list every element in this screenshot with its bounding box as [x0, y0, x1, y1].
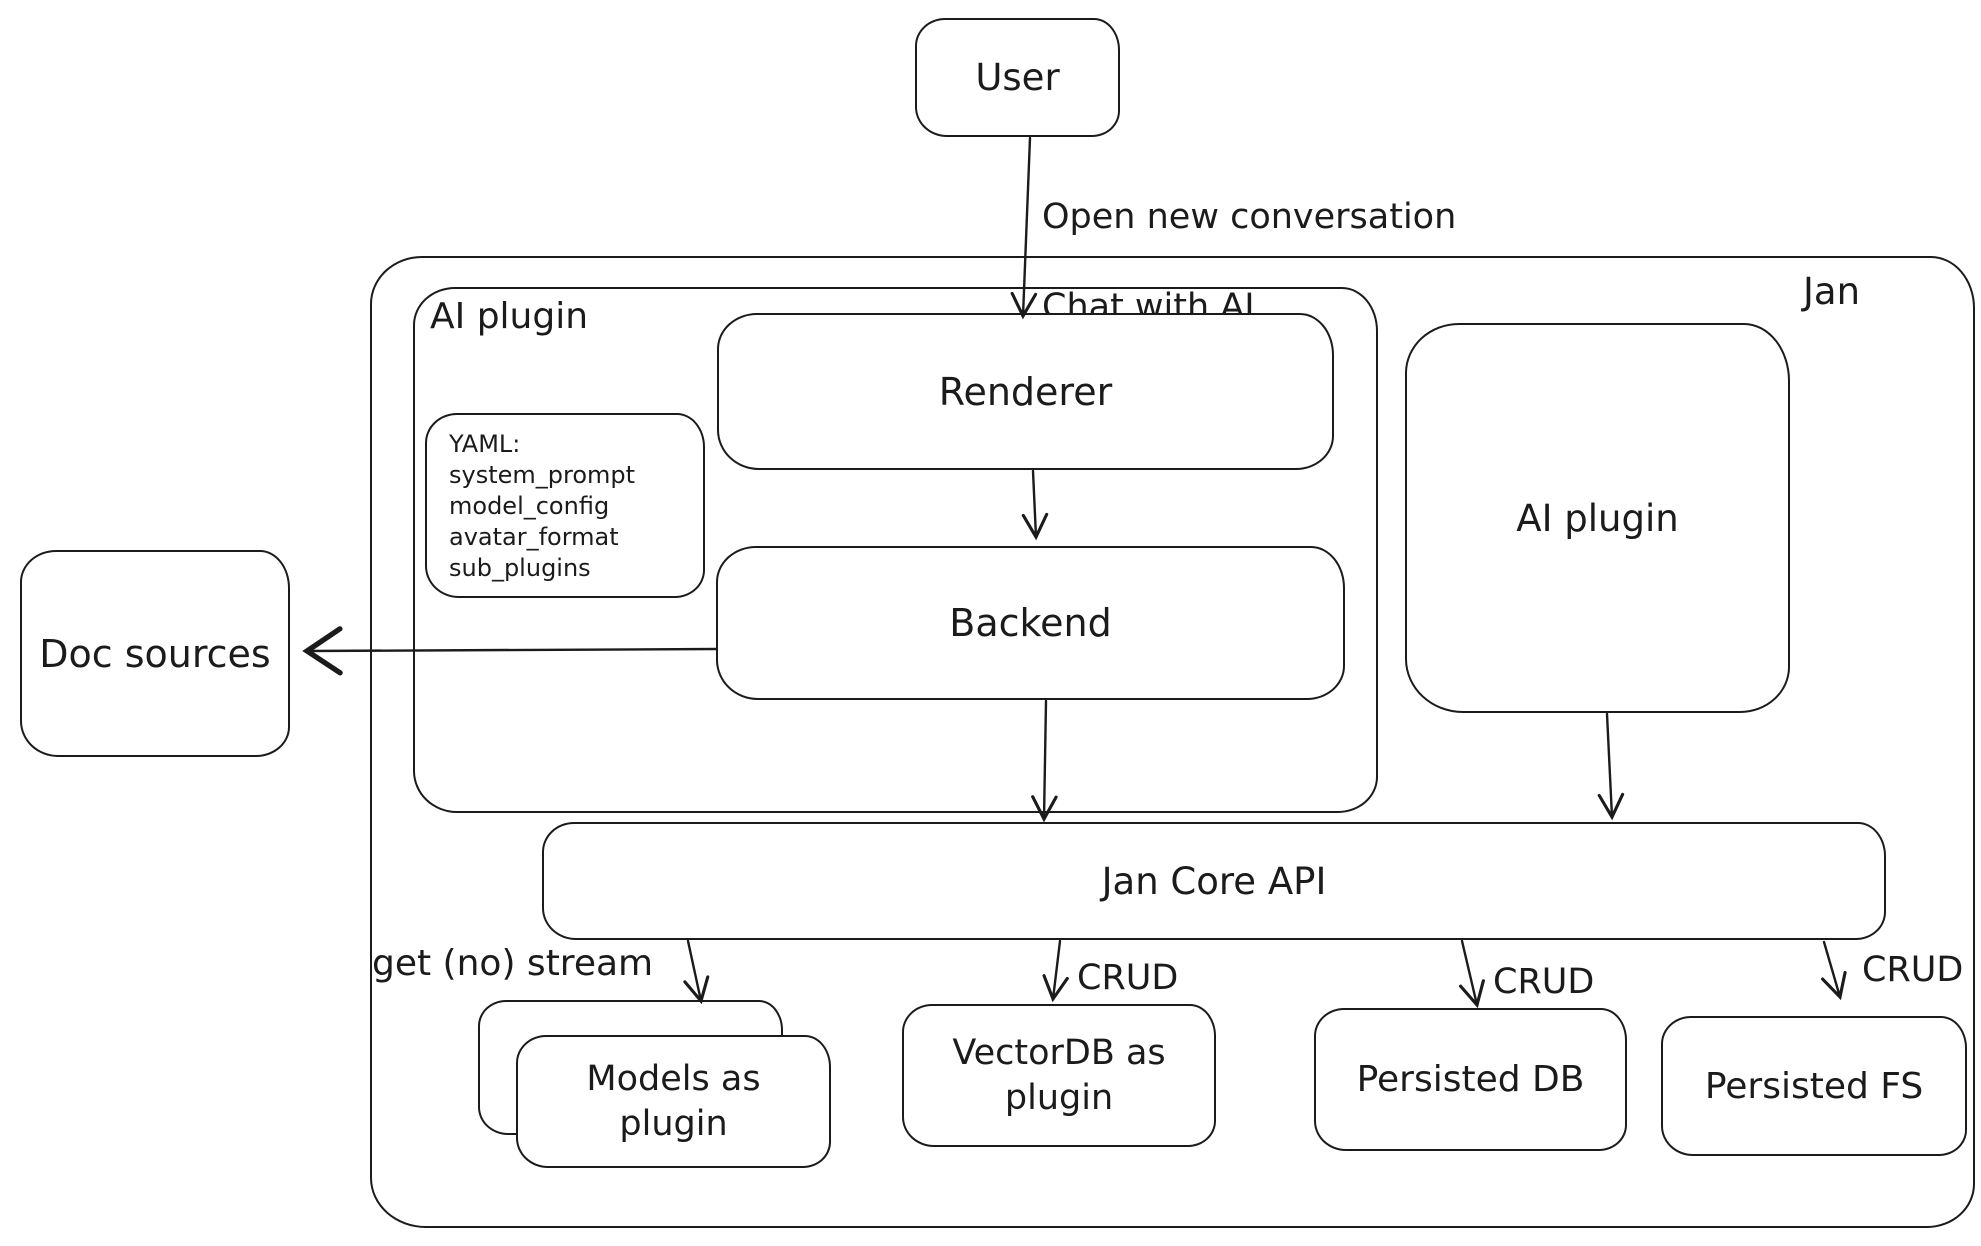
- yaml-note-line3: model_config: [449, 492, 610, 520]
- yaml-note-line1: YAML:: [449, 430, 521, 458]
- node-persisted-db: Persisted DB: [1314, 1008, 1627, 1151]
- node-doc-sources-label: Doc sources: [39, 631, 271, 676]
- node-ai-plugin-right: AI plugin: [1405, 323, 1790, 713]
- ai-plugin-left-container: [413, 287, 1378, 813]
- node-jan-core-api: Jan Core API: [542, 822, 1886, 940]
- edge-label-crud-persisted-fs: CRUD: [1862, 950, 1964, 990]
- node-models-as-plugin: Models as plugin: [516, 1035, 831, 1168]
- node-renderer: Renderer: [717, 313, 1334, 470]
- node-vectordb-as-plugin-label: VectorDB as plugin: [952, 1032, 1166, 1118]
- yaml-note-line2: system_prompt: [449, 461, 636, 489]
- ai-plugin-left-container-label: AI plugin: [430, 296, 589, 337]
- node-ai-plugin-right-label: AI plugin: [1516, 496, 1679, 540]
- node-backend: Backend: [716, 546, 1345, 700]
- node-models-as-plugin-label: Models as plugin: [586, 1058, 761, 1144]
- jan-container-label: Jan: [1803, 270, 1861, 313]
- edge-label-crud-vectordb: CRUD: [1077, 958, 1179, 998]
- edge-label-user-action-line1: Open new conversation: [1042, 197, 1457, 237]
- node-renderer-label: Renderer: [938, 369, 1113, 414]
- edge-label-get-no-stream: get (no) stream: [372, 943, 654, 984]
- node-user-label: User: [975, 56, 1060, 99]
- node-persisted-fs-label: Persisted FS: [1704, 1065, 1924, 1107]
- jan-container: [370, 256, 1975, 1228]
- yaml-note-line4: avatar_format: [449, 523, 619, 551]
- node-persisted-db-label: Persisted DB: [1356, 1059, 1585, 1100]
- node-jan-core-api-label: Jan Core API: [1101, 859, 1327, 903]
- node-doc-sources: Doc sources: [20, 550, 290, 757]
- node-vectordb-as-plugin: VectorDB as plugin: [902, 1004, 1216, 1147]
- edge-label-crud-persisted-db: CRUD: [1493, 962, 1595, 1002]
- node-persisted-fs: Persisted FS: [1661, 1016, 1967, 1156]
- yaml-note-line5: sub_plugins: [449, 554, 591, 582]
- node-backend-label: Backend: [949, 601, 1112, 645]
- node-user: User: [915, 18, 1120, 137]
- yaml-note: YAML: system_prompt model_config avatar_…: [425, 413, 705, 598]
